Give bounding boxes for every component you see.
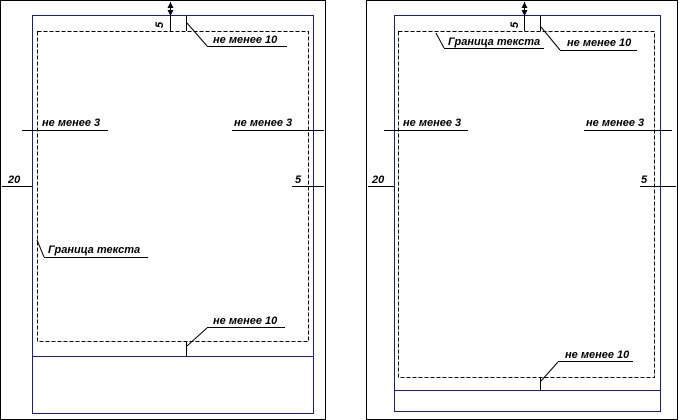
- left-right-gap-label: не менее 3: [234, 117, 292, 129]
- left-bottom-gap-label: не менее 10: [213, 315, 278, 327]
- right-right-gap-label: не менее 3: [586, 117, 644, 129]
- right-text-border: [398, 31, 655, 378]
- left-frame: [32, 15, 314, 414]
- left-text-border-label: Граница текста: [48, 244, 140, 256]
- left-bottom-gap-leader: [186, 327, 208, 347]
- right-sheet: 5 Граница текста не менее 10 не менее 3 …: [366, 0, 678, 420]
- left-right-margin-value: 5: [295, 174, 302, 186]
- right-bottom-gap-label: не менее 10: [565, 349, 630, 361]
- left-top-margin-value: 5: [154, 21, 166, 28]
- right-frame: [394, 15, 661, 412]
- left-left-gap-label: не менее 3: [42, 117, 100, 129]
- left-left-margin-value: 20: [7, 174, 21, 186]
- right-top-gap-leader: [540, 26, 561, 51]
- left-top-gap-label: не менее 10: [213, 34, 278, 46]
- left-top-gap-leader: [186, 22, 208, 47]
- right-top-gap-label: не менее 10: [567, 37, 632, 49]
- left-text-border: [37, 31, 309, 342]
- right-top-margin-value: 5: [509, 21, 521, 28]
- right-text-border-leader: [435, 32, 445, 49]
- right-left-margin-value: 20: [371, 174, 385, 186]
- right-sheet-edge: [366, 0, 678, 420]
- right-left-gap-label: не менее 3: [403, 117, 461, 129]
- right-right-margin-value: 5: [641, 174, 648, 186]
- right-bottom-gap-leader: [540, 361, 559, 382]
- left-sheet: 5 не менее 10 не менее 3 не менее 3 20 5…: [0, 0, 326, 420]
- right-text-border-label: Граница текста: [448, 36, 540, 48]
- left-text-border-leader: [36, 239, 45, 258]
